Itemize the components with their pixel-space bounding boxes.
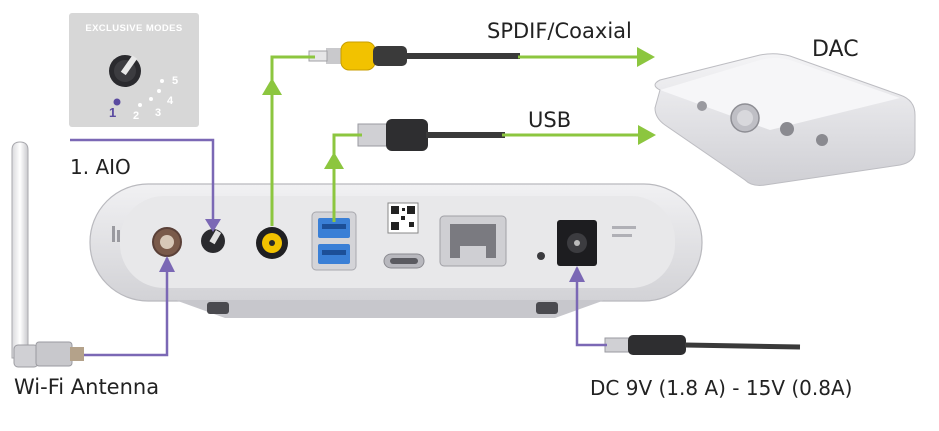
mode-number-3: 3 xyxy=(155,107,162,119)
power-cable xyxy=(604,335,801,355)
usb-arrow-head-icon xyxy=(638,125,656,145)
coaxial-cable xyxy=(308,41,520,71)
mode-number-5: 5 xyxy=(172,75,179,87)
aio-mode-label: 1. AIO xyxy=(70,155,131,179)
mode-indicator-line xyxy=(70,138,215,230)
mode-number-1: 1 xyxy=(109,105,117,120)
mode-number-4: 4 xyxy=(167,95,174,107)
dac-device xyxy=(654,53,916,186)
mode-dial-icon xyxy=(109,55,164,107)
ethernet-port-icon xyxy=(439,215,507,267)
mode-arrow-icon xyxy=(205,219,221,232)
spdif-coaxial-label: SPDIF/Coaxial xyxy=(487,19,632,43)
dac-jack-icon xyxy=(816,134,828,146)
qr-code-icon xyxy=(387,202,419,234)
wifi-antenna xyxy=(11,141,84,368)
power-arrow xyxy=(575,268,607,347)
spdif-arrow-head-icon xyxy=(637,47,655,67)
stream-device xyxy=(89,183,703,318)
exclusive-modes-title: EXCLUSIVE MODES xyxy=(85,23,183,34)
antenna-arrow xyxy=(84,258,169,357)
mode-number-2: 2 xyxy=(133,110,140,122)
dc-power-label: DC 9V (1.8 A) - 15V (0.8A) xyxy=(590,376,853,400)
spdif-arrow xyxy=(270,55,640,226)
usb-arrow xyxy=(332,133,640,222)
power-arrow-icon xyxy=(569,266,585,282)
usb-label: USB xyxy=(528,108,572,132)
exclusive-modes-panel: EXCLUSIVE MODES 1 2 3 4 5 xyxy=(69,13,199,127)
dac-label: DAC xyxy=(812,37,859,62)
antenna-arrow-icon xyxy=(159,256,175,272)
wifi-antenna-label: Wi-Fi Antenna xyxy=(14,375,160,399)
usb-cable xyxy=(357,119,505,151)
dac-headphone-jack-icon xyxy=(780,122,794,136)
reset-button-icon xyxy=(537,252,545,260)
dac-led-icon xyxy=(697,101,707,111)
spdif-arrow-up-icon xyxy=(262,78,282,95)
usb-arrow-up-icon xyxy=(324,152,344,169)
